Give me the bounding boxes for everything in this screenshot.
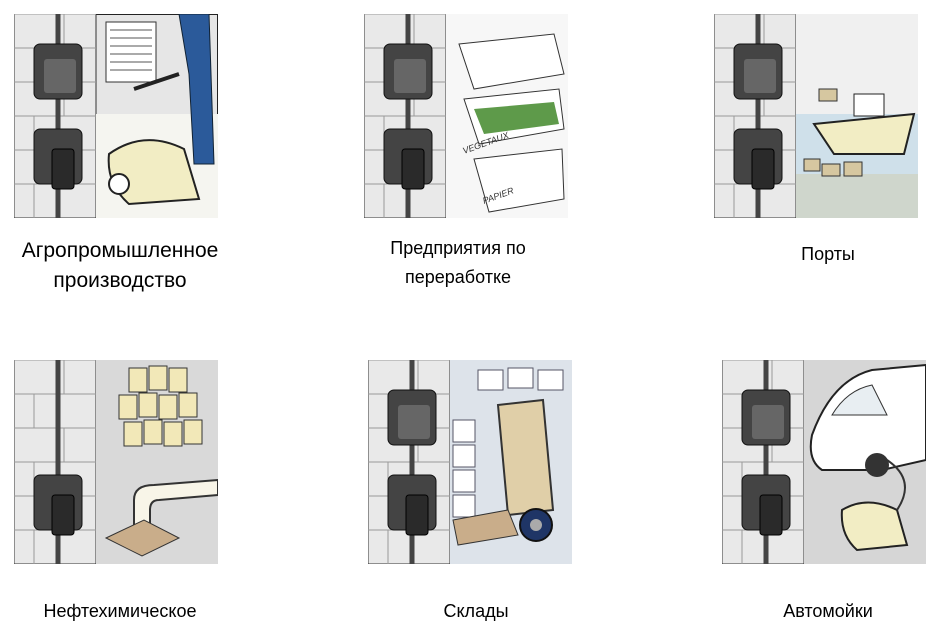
warehouse-illustration <box>368 360 572 564</box>
label-line: Нефтехимическое <box>43 601 197 621</box>
boat-port-illustration <box>714 14 918 218</box>
socket-wall <box>364 14 447 218</box>
socket-wall <box>714 14 797 218</box>
socket-icon <box>383 128 433 190</box>
socket-icon <box>387 389 437 446</box>
recycling-bins-illustration: VEGETAUX PAPIER <box>364 14 568 218</box>
socket-icon <box>33 128 83 190</box>
socket-icon <box>733 128 783 190</box>
socket-wall <box>14 360 97 564</box>
label-line: Агропромышленное <box>21 239 219 262</box>
pressure-washer-illustration <box>14 14 218 218</box>
socket-icon <box>387 474 437 536</box>
petrochem-illustration <box>14 360 218 564</box>
socket-icon <box>741 474 791 536</box>
socket-icon <box>33 474 83 536</box>
ports-illustration <box>714 14 918 218</box>
socket-icon <box>733 43 783 100</box>
socket-wall <box>14 14 97 218</box>
label-line: производство <box>53 269 187 292</box>
label-line: Склады <box>443 601 509 621</box>
industry-label: Порты <box>718 240 938 269</box>
car-wash-illustration <box>722 360 926 564</box>
socket-icon <box>741 389 791 446</box>
label-line: Автомойки <box>783 601 873 621</box>
industry-label: Склады <box>366 597 586 626</box>
industry-label: Агропромышленное производство <box>0 236 240 296</box>
label-line: переработке <box>404 267 512 287</box>
forklift-warehouse-illustration <box>368 360 572 564</box>
processing-illustration: VEGETAUX PAPIER <box>364 14 568 218</box>
socket-icon <box>33 43 83 100</box>
label-line: Предприятия по <box>390 238 526 258</box>
carwash-illustration <box>722 360 926 564</box>
agro-illustration <box>14 14 218 218</box>
industry-label: Автомойки <box>718 597 938 626</box>
socket-wall <box>368 360 451 564</box>
socket-icon <box>383 43 433 100</box>
industry-label: Предприятия по переработке <box>348 234 568 292</box>
socket-wall <box>722 360 805 564</box>
label-line: Порты <box>801 244 855 264</box>
industry-label: Нефтехимическое <box>10 597 230 626</box>
chemical-barrels-illustration <box>14 360 218 564</box>
